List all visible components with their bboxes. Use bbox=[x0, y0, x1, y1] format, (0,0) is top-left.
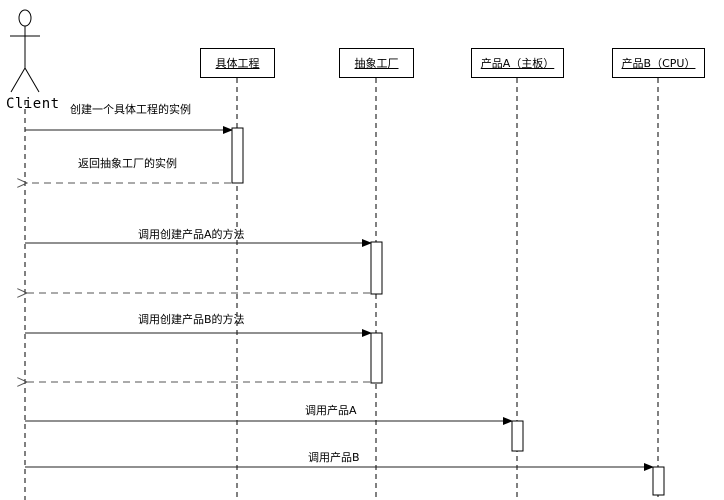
message-label-msg-return-abstract-factory: 返回抽象工厂的实例 bbox=[78, 157, 177, 170]
lifelines-group bbox=[236, 78, 659, 500]
lifeline-head-concrete-factory[interactable]: 具体工程 bbox=[200, 48, 275, 78]
message-label-msg-call-create-product-b: 调用创建产品B的方法 bbox=[138, 313, 245, 326]
actor-leg-right-icon bbox=[24, 67, 40, 93]
actor-head-icon bbox=[18, 9, 32, 27]
actor-client-label: Client bbox=[6, 96, 60, 112]
message-label-msg-call-create-product-a: 调用创建产品A的方法 bbox=[138, 228, 245, 241]
message-label-msg-use-product-b: 调用产品B bbox=[308, 451, 360, 464]
lifeline-head-label-concrete-factory: 具体工程 bbox=[215, 56, 260, 70]
actor-stick-figure bbox=[10, 9, 40, 500]
lifeline-head-abstract-factory[interactable]: 抽象工厂 bbox=[339, 48, 414, 78]
activation-abstract-factory-a[interactable] bbox=[370, 241, 383, 295]
activation-abstract-factory-b[interactable] bbox=[370, 332, 383, 384]
lifeline-head-product-b[interactable]: 产品B（CPU） bbox=[612, 48, 705, 78]
activation-product-b[interactable] bbox=[652, 466, 665, 496]
messages-group bbox=[25, 126, 654, 471]
message-label-msg-use-product-a: 调用产品A bbox=[305, 404, 357, 417]
activations-group bbox=[231, 127, 665, 496]
lifeline-head-label-product-b: 产品B（CPU） bbox=[621, 56, 696, 70]
lifeline-head-label-product-a: 产品A（主板） bbox=[480, 56, 555, 70]
message-label-msg-create-concrete-factory: 创建一个具体工程的实例 bbox=[70, 103, 191, 116]
lifeline-head-label-abstract-factory: 抽象工厂 bbox=[354, 56, 399, 70]
lifeline-head-product-a[interactable]: 产品A（主板） bbox=[471, 48, 564, 78]
actor-leg-left-icon bbox=[10, 67, 26, 93]
activation-product-a[interactable] bbox=[511, 420, 524, 452]
activation-concrete-factory[interactable] bbox=[231, 127, 244, 184]
